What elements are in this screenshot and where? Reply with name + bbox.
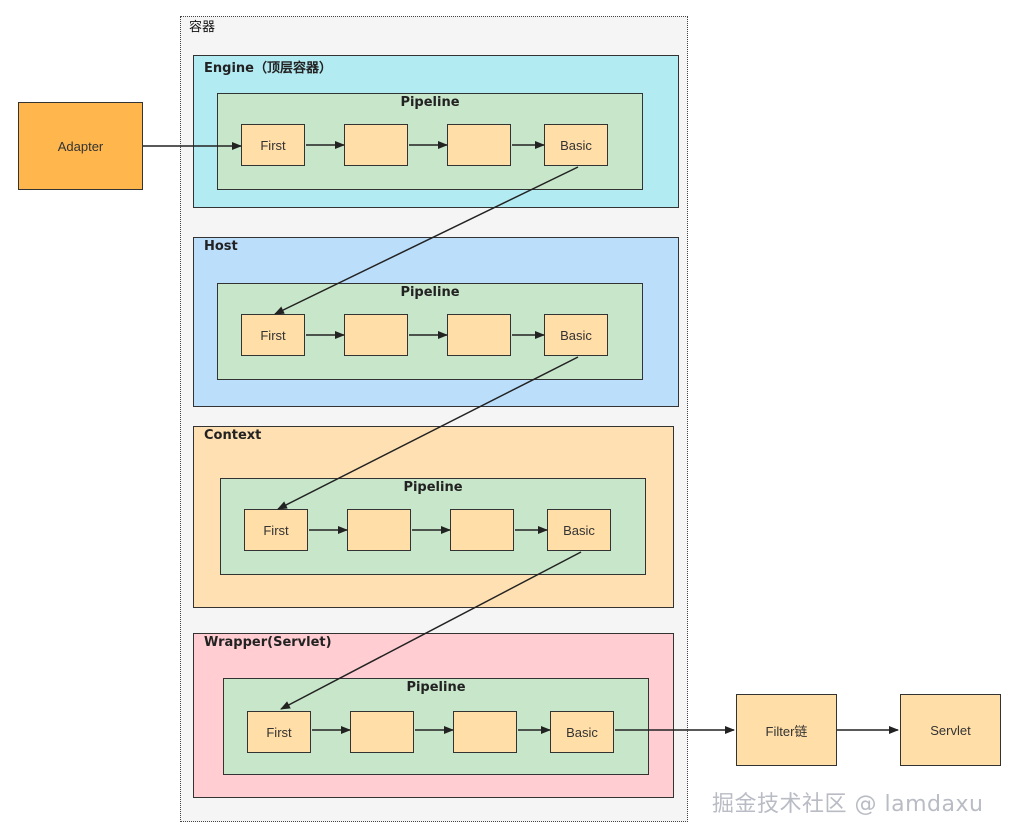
valve-first[interactable]: First (247, 711, 311, 753)
host-label: Host (204, 239, 238, 254)
valve-middle-2[interactable] (447, 124, 511, 166)
valve-first[interactable]: First (241, 314, 305, 356)
valve-middle-2[interactable] (453, 711, 517, 753)
host-pipeline: Pipeline First Basic (217, 283, 643, 380)
valve-first[interactable]: First (244, 509, 308, 551)
servlet-box[interactable]: Servlet (900, 694, 1001, 766)
pipeline-label: Pipeline (403, 480, 463, 495)
context-label: Context (204, 428, 262, 443)
pipeline-label: Pipeline (406, 680, 466, 695)
context-layer: Context Pipeline First Basic (193, 426, 674, 608)
valve-basic[interactable]: Basic (547, 509, 611, 551)
wrapper-label: Wrapper(Servlet) (204, 635, 332, 650)
valve-basic[interactable]: Basic (544, 124, 608, 166)
container-label: 容器 (189, 20, 216, 35)
valve-middle-2[interactable] (450, 509, 514, 551)
arrow-engine-to-host (274, 166, 579, 315)
engine-layer: Engine（顶层容器） Pipeline First Basic (193, 55, 679, 208)
engine-pipeline: Pipeline First Basic (217, 93, 643, 190)
arrow-context-to-wrapper (280, 551, 582, 710)
host-layer: Host Pipeline First Basic (193, 237, 679, 407)
context-pipeline: Pipeline First Basic (220, 478, 646, 575)
pipeline-label: Pipeline (400, 95, 460, 110)
valve-middle-1[interactable] (344, 314, 408, 356)
wrapper-pipeline: Pipeline First Basic (223, 678, 649, 775)
watermark-text: 掘金技术社区 @ lamdaxu (712, 792, 984, 817)
valve-basic[interactable]: Basic (544, 314, 608, 356)
wrapper-layer: Wrapper(Servlet) Pipeline First Basic (193, 633, 674, 798)
valve-middle-1[interactable] (350, 711, 414, 753)
valve-middle-1[interactable] (347, 509, 411, 551)
filter-chain-box[interactable]: Filter链 (736, 694, 837, 766)
engine-label: Engine（顶层容器） (204, 61, 332, 76)
pipeline-label: Pipeline (400, 285, 460, 300)
valve-middle-1[interactable] (344, 124, 408, 166)
valve-first[interactable]: First (241, 124, 305, 166)
adapter-box[interactable]: Adapter (18, 102, 143, 190)
arrow-host-to-context (277, 356, 579, 510)
